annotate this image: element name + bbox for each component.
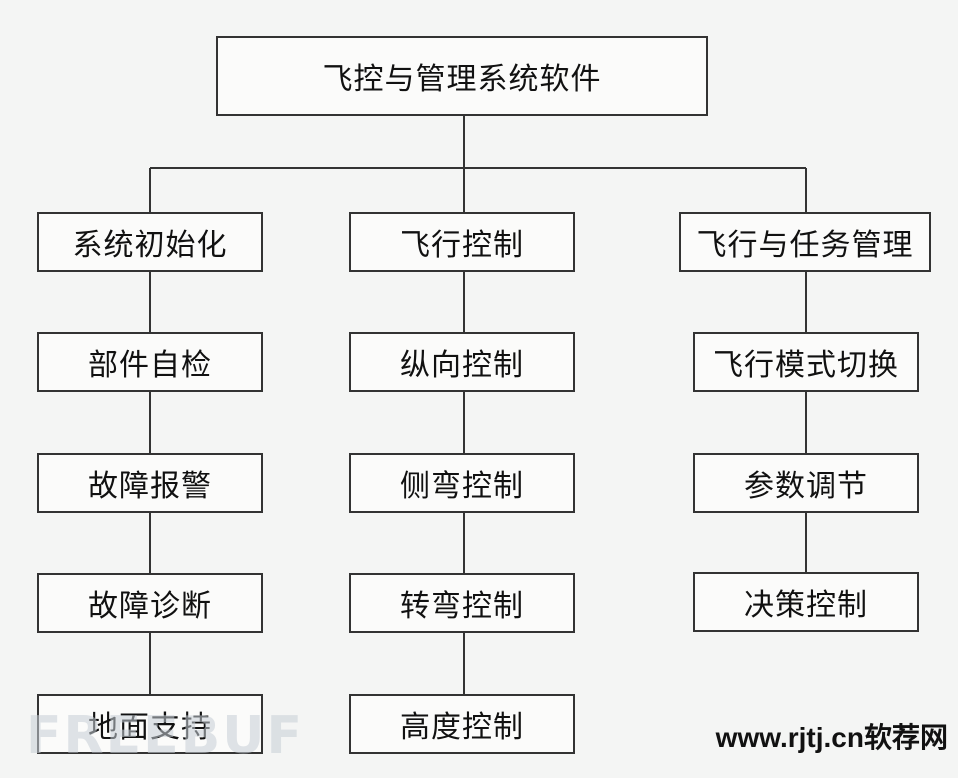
node-altitude-control: 高度控制 — [349, 694, 575, 754]
node-self-check: 部件自检 — [37, 332, 263, 392]
column-head-flight-control: 飞行控制 — [349, 212, 575, 272]
column-head-init: 系统初始化 — [37, 212, 263, 272]
column-head-mission-management: 飞行与任务管理 — [679, 212, 931, 272]
node-longitudinal-control: 纵向控制 — [349, 332, 575, 392]
node-decision-control: 决策控制 — [693, 572, 919, 632]
root-node: 飞控与管理系统软件 — [216, 36, 708, 116]
node-turn-control: 转弯控制 — [349, 573, 575, 633]
node-ground-support: 地面支持 — [37, 694, 263, 754]
node-fault-alarm: 故障报警 — [37, 453, 263, 513]
node-fault-diagnosis: 故障诊断 — [37, 573, 263, 633]
node-lateral-control: 侧弯控制 — [349, 453, 575, 513]
node-mode-switch: 飞行模式切换 — [693, 332, 919, 392]
watermark-site: www.rjtj.cn软荐网 — [715, 722, 948, 753]
node-parameter-tuning: 参数调节 — [693, 453, 919, 513]
watermark-logo: FREEBUF — [26, 706, 304, 766]
